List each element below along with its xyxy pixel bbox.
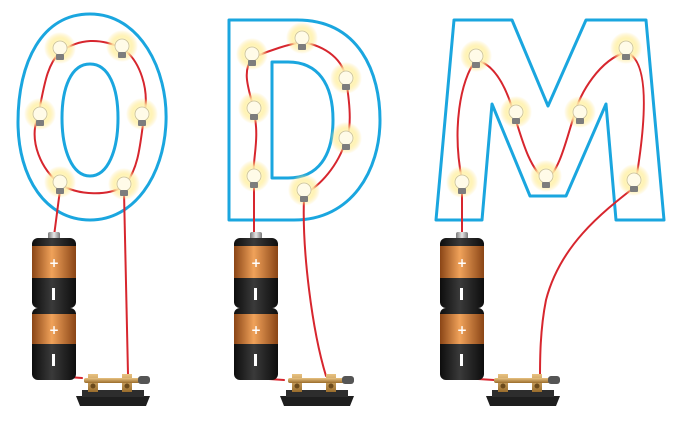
bulb	[24, 98, 56, 130]
battery-stack-o: + +	[32, 232, 76, 380]
svg-text:+: +	[251, 256, 261, 270]
battery-stack-d: + +	[234, 232, 278, 380]
bulb	[564, 96, 596, 128]
bulb	[460, 40, 492, 72]
bulb	[530, 160, 562, 192]
bulb	[286, 22, 318, 54]
bulb	[238, 92, 270, 124]
bulbs	[24, 22, 650, 206]
bulb	[288, 174, 320, 206]
bulb	[238, 160, 270, 192]
letter-m-outline	[434, 18, 666, 222]
switch-d	[280, 374, 354, 406]
svg-text:+: +	[49, 256, 59, 270]
bulb	[500, 96, 532, 128]
bulb	[236, 38, 268, 70]
svg-text:+: +	[457, 323, 467, 337]
bulb	[446, 166, 478, 198]
bulb	[44, 166, 76, 198]
letter-o-outline	[16, 12, 168, 222]
bulb	[330, 122, 362, 154]
bulb	[108, 168, 140, 200]
switch-m	[486, 374, 560, 406]
switch-o	[76, 374, 150, 406]
bulb	[106, 30, 138, 62]
svg-text:+: +	[457, 256, 467, 270]
battery-stack-m: + +	[440, 232, 484, 380]
bulb	[126, 98, 158, 130]
bulb	[618, 164, 650, 196]
bulb	[330, 62, 362, 94]
bulb	[610, 32, 642, 64]
svg-text:+: +	[49, 323, 59, 337]
bulb	[44, 32, 76, 64]
svg-text:+: +	[251, 323, 261, 337]
